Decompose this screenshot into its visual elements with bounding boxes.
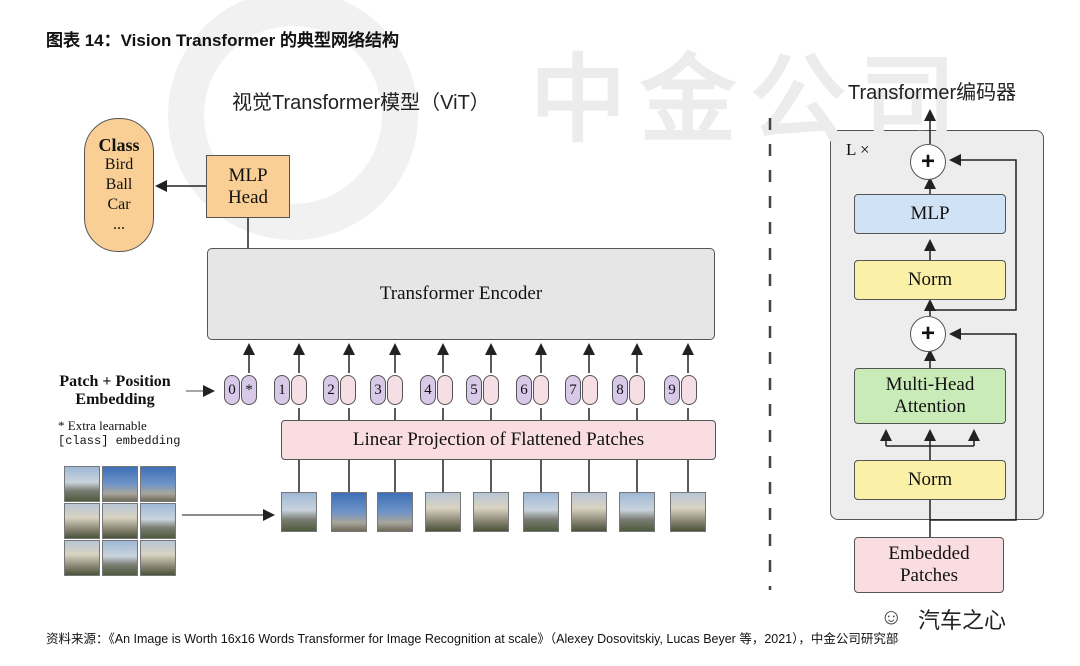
grid-patch-image — [140, 503, 176, 539]
position-token-4: 4 — [420, 375, 436, 405]
encoder-title: Transformer编码器 — [848, 82, 1017, 104]
grid-patch-image — [140, 466, 176, 502]
class-output-box: Class Bird Ball Car ... — [84, 118, 154, 252]
linear-projection-box: Linear Projection of Flattened Patches — [281, 420, 716, 460]
flattened-patch-image — [619, 492, 655, 532]
grid-patch-image — [64, 503, 100, 539]
class-item-more: ... — [113, 216, 125, 233]
repeat-label: L × — [846, 140, 870, 159]
residual-add-top: + — [910, 144, 946, 180]
figure-title: 图表 14：Vision Transformer 的典型网络结构 — [46, 31, 399, 50]
patch-embedding-3 — [387, 375, 403, 405]
patch-embedding-2 — [340, 375, 356, 405]
flattened-patch-image — [281, 492, 317, 532]
patch-embedding-5 — [483, 375, 499, 405]
embedded-patches-box: Embedded Patches — [854, 537, 1004, 593]
norm-top-box: Norm — [854, 260, 1006, 300]
mlp-box: MLP — [854, 194, 1006, 234]
chat-logo-icon: ☺ — [880, 604, 903, 629]
position-token-2: 2 — [323, 375, 339, 405]
flattened-patch-image — [425, 492, 461, 532]
flattened-patch-image — [473, 492, 509, 532]
position-token-1: 1 — [274, 375, 290, 405]
patch-embedding-1 — [291, 375, 307, 405]
position-token-7: 7 — [565, 375, 581, 405]
patch-position-label: Patch + Position Embedding — [59, 373, 171, 408]
class-embedding-text: [class] embedding — [58, 434, 181, 448]
patch-embedding-6 — [533, 375, 549, 405]
position-token-5: 5 — [466, 375, 482, 405]
residual-add-bottom: + — [910, 316, 946, 352]
flattened-patch-image — [571, 492, 607, 532]
patch-embedding-4 — [437, 375, 453, 405]
extra-learnable-text: * Extra learnable — [58, 418, 147, 433]
position-token-9: 9 — [664, 375, 680, 405]
class-item-car: Car — [107, 196, 131, 213]
vit-title: 视觉Transformer模型（ViT） — [232, 92, 490, 114]
grid-patch-image — [140, 540, 176, 576]
mlp-head-box: MLP Head — [206, 155, 290, 218]
grid-patch-image — [102, 503, 138, 539]
patch-embedding-8 — [629, 375, 645, 405]
class-token-marker: * — [241, 375, 257, 405]
position-token-3: 3 — [370, 375, 386, 405]
flattened-patch-image — [670, 492, 706, 532]
flattened-patch-image — [331, 492, 367, 532]
class-heading: Class — [98, 135, 140, 155]
class-item-bird: Bird — [104, 156, 134, 173]
position-token-0: 0 — [224, 375, 240, 405]
patch-embedding-9 — [681, 375, 697, 405]
patch-embedding-7 — [582, 375, 598, 405]
flattened-patch-image — [523, 492, 559, 532]
multi-head-attention-box: Multi-Head Attention — [854, 368, 1006, 424]
transformer-encoder-box: Transformer Encoder — [207, 248, 715, 340]
grid-patch-image — [64, 540, 100, 576]
watermark-text: 中金公司 — [530, 47, 970, 154]
source-caption: 资料来源：《An Image is Worth 16x16 Words Tran… — [46, 632, 899, 646]
position-token-6: 6 — [516, 375, 532, 405]
brand-name: 汽车之心 — [918, 608, 1007, 633]
position-token-8: 8 — [612, 375, 628, 405]
norm-bottom-box: Norm — [854, 460, 1006, 500]
flattened-patch-image — [377, 492, 413, 532]
grid-patch-image — [64, 466, 100, 502]
grid-patch-image — [102, 540, 138, 576]
class-item-ball: Ball — [105, 176, 133, 193]
grid-patch-image — [102, 466, 138, 502]
